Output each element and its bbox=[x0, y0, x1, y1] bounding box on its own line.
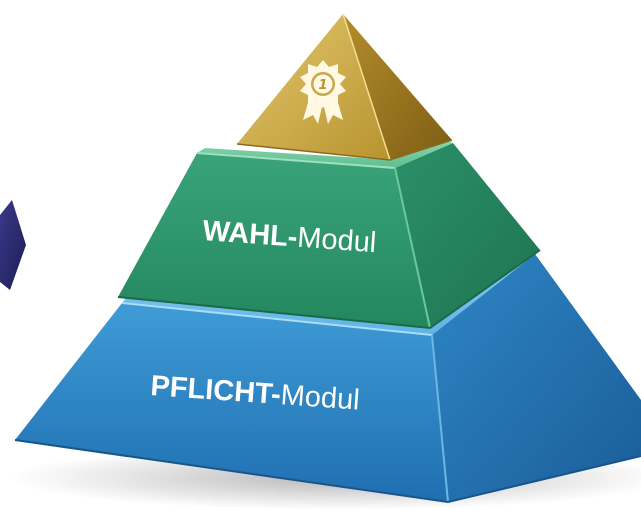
tier-middle-label-light: Modul bbox=[296, 222, 377, 259]
award-badge-icon: 1 bbox=[300, 60, 346, 124]
tier-bottom-label: PFLICHT-Modul bbox=[150, 370, 361, 417]
background-shape bbox=[0, 200, 26, 290]
tier-bottom-label-light: Modul bbox=[280, 379, 361, 416]
tier-top bbox=[236, 13, 453, 161]
tier-middle-label: WAHL-Modul bbox=[202, 215, 378, 259]
tier-middle-label-bold: WAHL- bbox=[202, 215, 299, 254]
badge-number: 1 bbox=[318, 78, 327, 93]
